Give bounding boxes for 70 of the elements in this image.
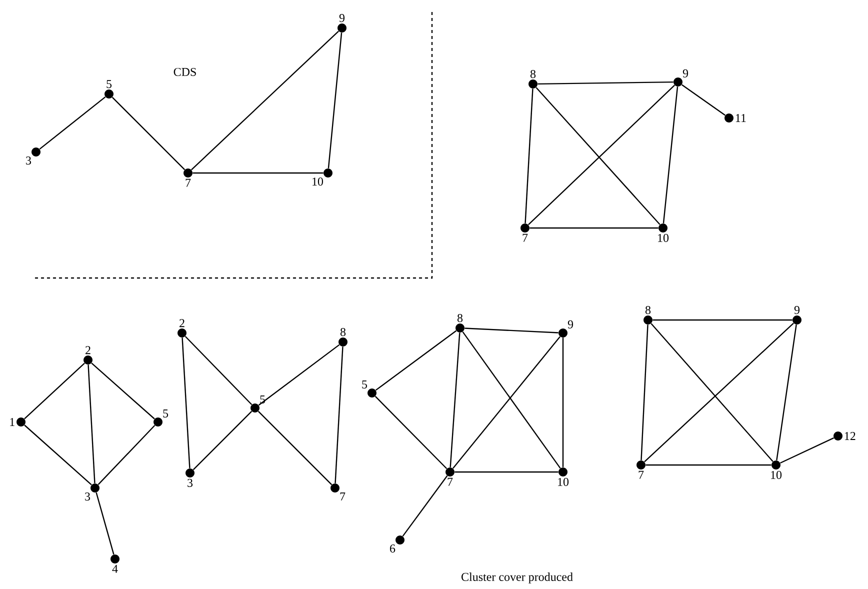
graph-edge xyxy=(258,410,332,486)
node-label: 7 xyxy=(186,178,191,187)
node-label: 5 xyxy=(362,380,368,388)
graph-edge xyxy=(464,328,558,334)
graph-edge xyxy=(374,396,448,470)
graph-edge xyxy=(328,32,342,168)
graph-edge xyxy=(562,338,564,468)
graph-edge xyxy=(258,344,340,406)
graph-edge xyxy=(780,437,834,464)
node-label: 10 xyxy=(558,478,569,486)
graph-edge xyxy=(530,227,658,229)
graph-edge xyxy=(334,346,344,484)
graph-edge xyxy=(662,86,678,224)
node-label: 11 xyxy=(736,114,746,122)
graph-edge xyxy=(450,332,460,468)
graph-edge xyxy=(646,464,772,466)
graph-edge xyxy=(98,424,156,485)
node-label: 5 xyxy=(163,409,168,418)
node-label: 2 xyxy=(180,319,184,328)
graph-edge xyxy=(88,364,96,484)
node-label: 9 xyxy=(794,306,800,314)
graph-edge xyxy=(191,30,339,170)
node-label: 10 xyxy=(312,178,324,186)
graph-edge xyxy=(24,424,92,486)
graph-edge xyxy=(454,471,558,473)
node-label: 6 xyxy=(390,544,396,553)
graph-edge xyxy=(644,322,794,462)
node-label: 4 xyxy=(112,564,118,573)
node-label: 8 xyxy=(457,314,463,322)
node-label: 9 xyxy=(682,69,688,78)
graph-caption: Cluster cover produced xyxy=(462,572,573,584)
graph-edge xyxy=(182,338,190,468)
graph-edge xyxy=(650,323,774,462)
node-label: 10 xyxy=(771,470,782,479)
graph-edge xyxy=(39,96,106,150)
graph-edge xyxy=(538,81,674,85)
node-label: 3 xyxy=(188,478,193,487)
node-label: 8 xyxy=(645,306,651,314)
node-label: 9 xyxy=(339,14,345,22)
graph-edge xyxy=(524,88,534,224)
graph-edge xyxy=(24,362,85,420)
node-label: 7 xyxy=(638,470,644,479)
node-label: 9 xyxy=(568,320,574,328)
graph-edge xyxy=(652,319,792,321)
graph-edge xyxy=(640,324,648,460)
node-label: 2 xyxy=(86,346,90,354)
node-label: 12 xyxy=(844,432,856,440)
graph-edge xyxy=(402,475,448,537)
graph-edge xyxy=(776,324,797,460)
node-label: 3 xyxy=(26,156,32,165)
graph-edge xyxy=(682,84,726,116)
node-label: 1 xyxy=(10,418,14,426)
graph-edge xyxy=(375,330,457,391)
graph-edge xyxy=(536,87,660,225)
graph-caption: CDS xyxy=(174,68,196,76)
node-label: 5 xyxy=(106,80,112,88)
node-label: 7 xyxy=(448,478,453,486)
graph-edge xyxy=(112,96,186,170)
graph-edge xyxy=(528,84,676,226)
graph-edge xyxy=(184,336,252,406)
node-label: 8 xyxy=(530,70,536,78)
node-label: 7 xyxy=(340,492,346,500)
node-label: 10 xyxy=(658,234,669,242)
node-label: 7 xyxy=(522,234,528,242)
graph-edge xyxy=(192,172,324,174)
graph-edge xyxy=(91,362,155,420)
node-label: 3 xyxy=(85,492,90,501)
node-label: 8 xyxy=(340,328,346,336)
graph-edge xyxy=(96,492,114,555)
graph-edge xyxy=(192,410,252,470)
